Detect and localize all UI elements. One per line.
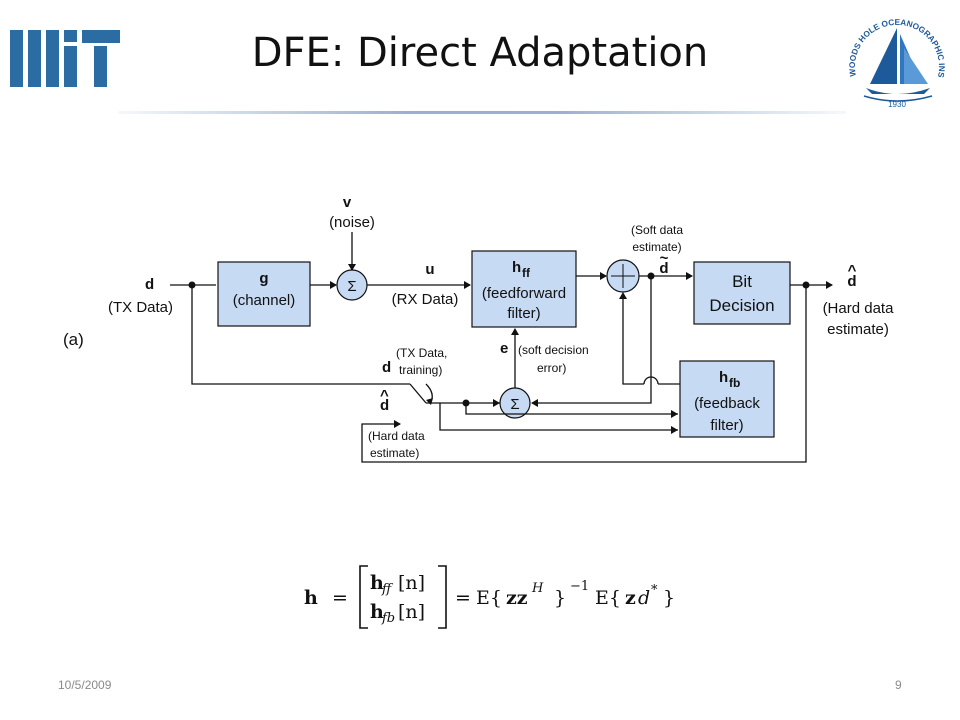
hfb-symbol: h <box>719 369 728 386</box>
eq-zz: zz <box>506 587 528 609</box>
e-label: e <box>500 340 508 357</box>
decision-line2: Decision <box>709 296 774 315</box>
eq-E1: E{ <box>476 587 502 609</box>
switch-arm <box>409 383 427 404</box>
eq-close1: } <box>554 587 566 609</box>
fb-line2: filter) <box>710 417 743 434</box>
input-d-label: d <box>145 276 154 293</box>
channel-symbol: g <box>259 270 268 287</box>
soft-estimate-line1: (Soft data <box>631 223 683 237</box>
noise-label: (noise) <box>329 214 375 231</box>
switch-hard-line2: estimate) <box>370 446 419 460</box>
rx-data-label: (RX Data) <box>392 291 459 308</box>
channel-block <box>217 261 311 327</box>
eq-bot-sub: fb <box>381 611 395 626</box>
eq-top-sub: ff <box>381 582 394 597</box>
feedforward-block <box>471 250 577 328</box>
hard-estimate-line1: (Hard data <box>823 300 895 317</box>
train-to-feedback-wire <box>439 403 678 431</box>
eq-star: * <box>651 583 658 598</box>
panel-label: (a) <box>63 330 84 349</box>
switch-dhat-label: d <box>380 397 389 414</box>
eq-z: z <box>625 587 636 609</box>
eq-inv: −1 <box>570 579 589 594</box>
eq-H: H <box>531 581 544 596</box>
switch-training-line2: training) <box>399 363 442 377</box>
soft-estimate-line2: estimate) <box>632 240 681 254</box>
soft-to-error-wire <box>532 276 652 404</box>
mit-logo <box>10 30 120 87</box>
decision-block <box>693 261 791 325</box>
footer-date: 10/5/2009 <box>58 678 112 692</box>
ff-line2: filter) <box>507 305 540 322</box>
switch-d-label: d <box>382 359 391 376</box>
training-wire <box>191 285 410 385</box>
channel-label: (channel) <box>233 292 296 309</box>
feedback-to-adder-wire <box>622 296 644 385</box>
eq-top-arg: [n] <box>398 572 425 594</box>
title-divider <box>118 111 846 114</box>
dec-to-feedback-wire <box>465 403 678 415</box>
wiener-solution-equation: h = h ff [n] h fb [n] = E{ zz H } −1 E{ … <box>304 565 675 629</box>
eq-close2: } <box>663 587 675 609</box>
d-hat-accent: ^ <box>848 262 857 279</box>
eq-bot-arg: [n] <box>398 601 425 623</box>
noise-v-label: v <box>343 194 352 211</box>
eq-equals-2: = <box>455 587 471 609</box>
soft-error-line1: (soft decision <box>518 343 589 357</box>
slide-title: DFE: Direct Adaptation <box>251 30 709 76</box>
fb-line1: (feedback <box>694 395 760 412</box>
eq-d: d <box>638 587 650 609</box>
hff-sub: ff <box>522 266 531 280</box>
hff-symbol: h <box>512 259 521 276</box>
soft-error-line2: error) <box>537 361 566 375</box>
switch-training-line1: (TX Data, <box>396 346 447 360</box>
whoi-year: 1930 <box>888 100 906 109</box>
eq-equals-1: = <box>332 587 348 609</box>
hard-loop-wire <box>361 285 807 463</box>
hard-estimate-line2: estimate) <box>827 321 889 338</box>
d-tilde-accent: ~ <box>660 250 669 267</box>
error-sum-symbol: Σ <box>510 396 519 413</box>
feedback-block <box>679 360 775 438</box>
tx-data-label: (TX Data) <box>108 299 173 316</box>
footer-page-number: 9 <box>895 678 902 692</box>
dfe-block-diagram: (a) d (TX Data) g (channel) v (noise) Σ … <box>63 194 895 463</box>
ff-line1: (feedforward <box>482 285 566 302</box>
whoi-logo: WOODS HOLE OCEANOGRAPHIC INSTITUTION 193… <box>842 14 947 109</box>
eq-bot-h: h <box>370 601 384 623</box>
u-label: u <box>425 261 434 278</box>
eq-lhs: h <box>304 587 318 609</box>
switch-dhat-accent: ^ <box>380 387 389 404</box>
eq-top-h: h <box>370 572 384 594</box>
hfb-sub: fb <box>729 376 740 390</box>
d-hat-label: d <box>847 273 856 290</box>
switch-hard-line1: (Hard data <box>368 429 425 443</box>
decision-line1: Bit <box>732 272 752 291</box>
noise-sum-symbol: Σ <box>347 278 356 295</box>
d-tilde-label: d <box>659 260 668 277</box>
eq-E2: E{ <box>595 587 621 609</box>
